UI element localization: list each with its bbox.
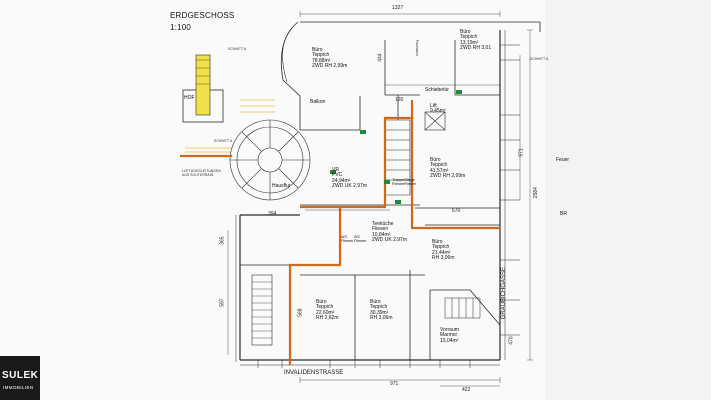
company-logo: SULEK IMMOBILIEN [0, 356, 40, 400]
ventilation-lines [185, 99, 275, 153]
top-exterior-wall [300, 21, 541, 32]
exit-signs [330, 90, 462, 204]
street-graubichgasse: GRAUBICHGASSE [501, 266, 508, 320]
label-schnitt-lower: SCHNITT A [214, 139, 233, 143]
bay-window-wall [280, 21, 301, 97]
office-partitions [354, 270, 411, 360]
label-hof: HOF [184, 95, 195, 101]
dim-top: 1327 [392, 5, 404, 11]
window-reveals [500, 44, 520, 336]
vorraum-wall [430, 289, 501, 326]
dim-568: 568 [297, 308, 304, 317]
adjacent-plan-page [545, 0, 711, 400]
bay-window-inner-wall [282, 27, 293, 83]
dim-444: 444 [377, 53, 384, 62]
balcony-wall [299, 96, 361, 131]
left-wing-wall [239, 214, 300, 360]
dim-470: 470 [508, 336, 515, 345]
logo-name: SULEK [2, 370, 39, 381]
room-hausflur: Hausflur [272, 183, 291, 189]
street-windows [257, 360, 471, 368]
label-flachdach: Flachdach [414, 39, 419, 56]
label-br: BR [560, 211, 567, 217]
street-invalidenstrasse: INVALIDENSTRASSE [284, 370, 344, 376]
dim-365: 365 [219, 236, 226, 245]
dimension-lines [227, 11, 533, 387]
plan-scale: 1:100 [170, 23, 192, 32]
dim-570: 570 [452, 208, 461, 214]
dim-2584: 2584 [532, 187, 539, 199]
rental-area-outline [180, 100, 500, 365]
central-wall [384, 40, 420, 96]
label-schnitt-left: SCHNITT A [228, 47, 247, 51]
hof-block [182, 54, 224, 123]
corner-staircase [444, 297, 481, 319]
dim-971-bottom: 971 [390, 381, 399, 387]
dim-394: 394 [268, 211, 277, 217]
dim-422: 422 [462, 387, 471, 393]
dim-971-side: 971 [518, 148, 525, 157]
plan-title: ERDGESCHOSS [170, 11, 235, 20]
label-schnitt-right: SCHNITT A [530, 57, 549, 61]
elevator [424, 111, 446, 131]
label-feuer: Feuer [556, 157, 570, 163]
logo-subtitle: IMMOBILIEN [3, 385, 34, 390]
dim-597: 597 [219, 298, 226, 307]
label-balkon: Balkon [310, 99, 326, 105]
label-schiebetuer: Schiebetür [425, 87, 449, 93]
spiral-staircase [229, 119, 311, 201]
dim-120: 120 [395, 97, 404, 103]
